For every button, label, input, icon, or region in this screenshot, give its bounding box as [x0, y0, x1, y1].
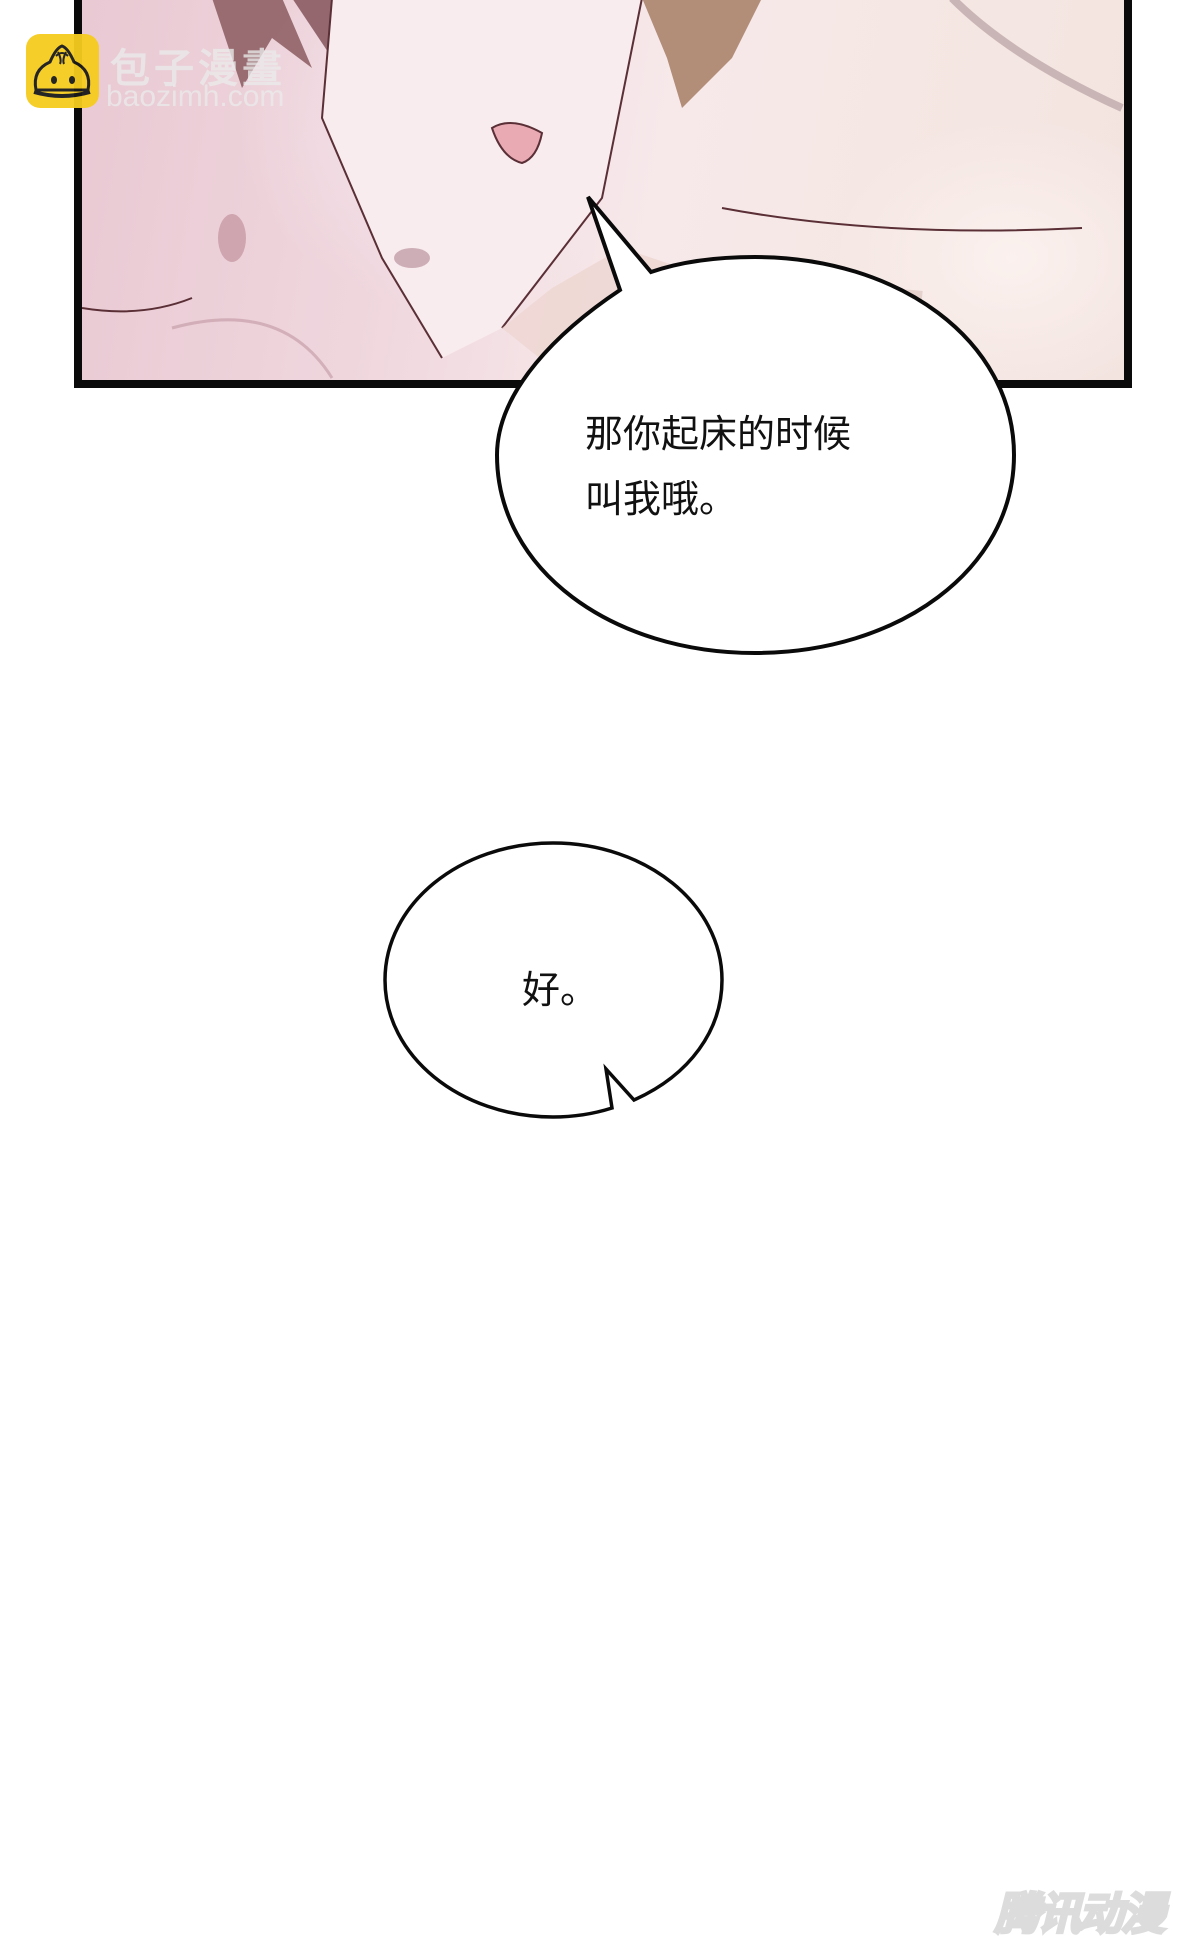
site-watermark-url: baozimh.com [106, 80, 285, 113]
dialogue-line: 好。 [522, 968, 599, 1012]
dialogue-line: 叫我哦。 [585, 477, 738, 521]
publisher-watermark: 腾讯动漫 [994, 1888, 1167, 1942]
site-logo [26, 34, 99, 108]
dialogue-line: 那你起床的时候 [585, 412, 852, 456]
speech-bubble-1 [494, 195, 1017, 656]
speech-bubble-1-text: 那你起床的时候 叫我哦。 [585, 402, 851, 532]
speech-bubble-2 [383, 841, 724, 1119]
steamed-bun-icon [33, 44, 91, 98]
speech-bubble-2-text: 好。 [522, 958, 598, 1023]
site-watermark-name: 包子漫畫 [110, 46, 286, 92]
